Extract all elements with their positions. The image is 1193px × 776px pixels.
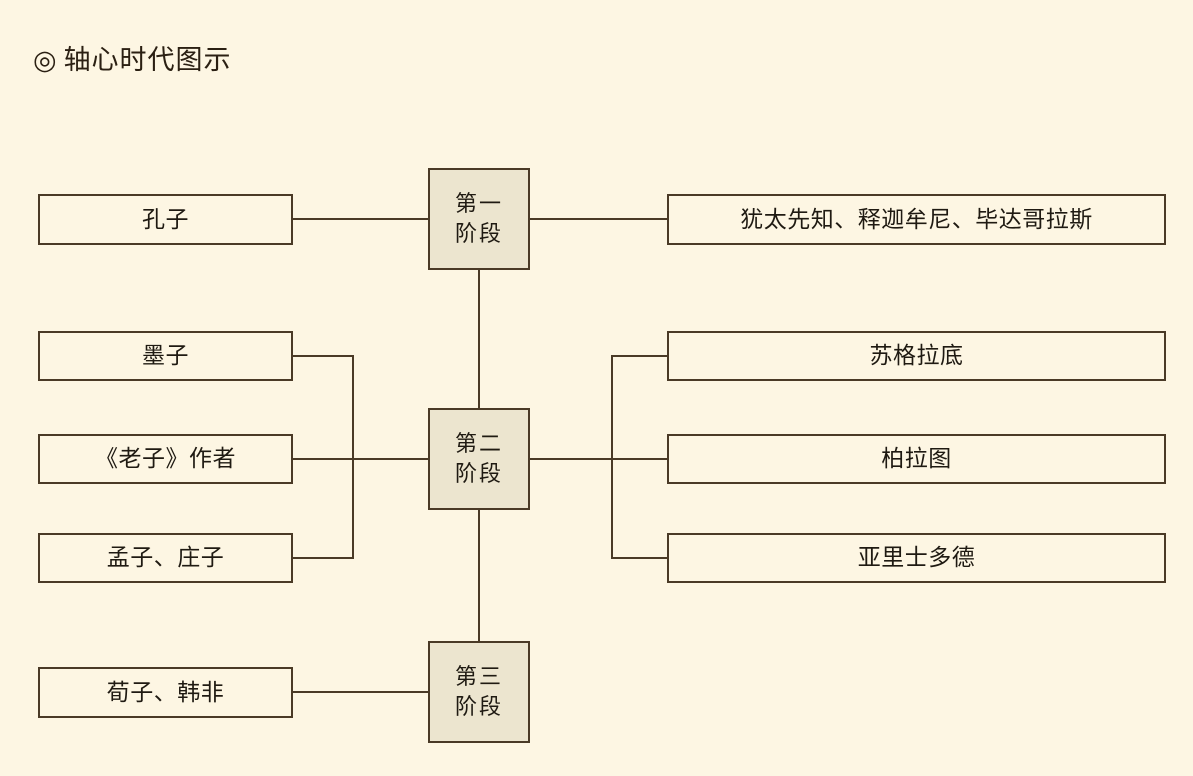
connector-stage2-right-stub-3 [611,557,667,559]
connector-stage3-left [293,691,428,693]
connector-stage1-right [530,218,667,220]
connector-stage2-left-stub-3 [293,557,354,559]
connector-stage2-left-main [352,458,428,460]
node-stage2-left-3[interactable]: 孟子、庄子 [38,533,293,583]
node-stage2[interactable]: 第二 阶段 [428,408,530,510]
connector-stage2-right-main [530,458,613,460]
node-stage3-left-1[interactable]: 荀子、韩非 [38,667,293,718]
connector-stage2-stage3 [478,510,480,641]
connector-stage2-left-stub-2 [293,458,354,460]
page-title-text: 轴心时代图示 [63,45,232,75]
connector-stage1-stage2 [478,270,480,409]
node-stage1-right-1[interactable]: 犹太先知、释迦牟尼、毕达哥拉斯 [667,194,1166,245]
connector-stage2-left-stub-1 [293,355,354,357]
node-stage2-right-2[interactable]: 柏拉图 [667,434,1166,484]
connector-stage2-right-stub-2 [611,458,667,460]
connector-stage2-left-spine [352,355,354,559]
connector-stage2-right-spine [611,355,613,559]
node-stage2-right-3[interactable]: 亚里士多德 [667,533,1166,583]
node-stage1-left-1[interactable]: 孔子 [38,194,293,245]
node-stage1[interactable]: 第一 阶段 [428,168,530,270]
node-stage3[interactable]: 第三 阶段 [428,641,530,743]
page-title: ◎轴心时代图示 [33,40,232,80]
connector-stage1-left [293,218,428,220]
node-stage2-left-1[interactable]: 墨子 [38,331,293,381]
circle-marker-icon: ◎ [33,45,58,75]
node-stage2-right-1[interactable]: 苏格拉底 [667,331,1166,381]
connector-stage2-right-stub-1 [611,355,667,357]
node-stage2-left-2[interactable]: 《老子》作者 [38,434,293,484]
